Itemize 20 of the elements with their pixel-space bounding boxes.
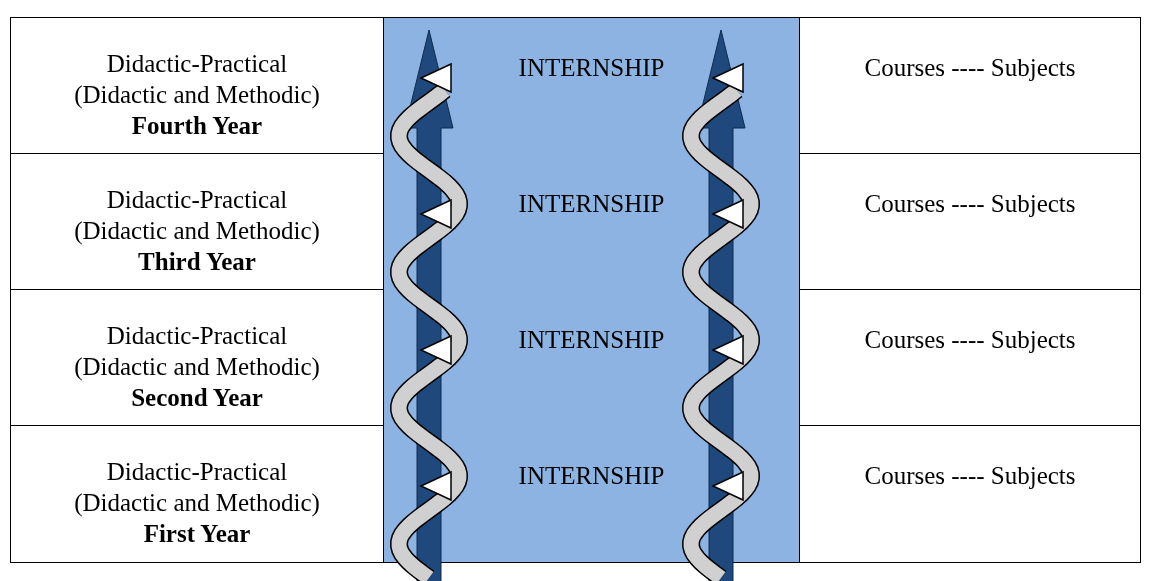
courses-text: Courses ---- Subjects — [864, 325, 1076, 355]
internship-label: INTERNSHIP — [518, 326, 665, 354]
program-text: Didactic-Practical (Didactic and Methodic) — [73, 321, 321, 382]
courses-cell — [799, 425, 1141, 563]
courses-text: Courses ---- Subjects — [864, 461, 1076, 491]
year-cell — [10, 17, 384, 154]
year-cell — [10, 425, 384, 563]
internship-label: INTERNSHIP — [518, 462, 665, 490]
internship-label: INTERNSHIP — [518, 54, 665, 82]
internship-label: INTERNSHIP — [518, 190, 665, 218]
year-label: Second Year — [131, 383, 263, 413]
program-text: Didactic-Practical (Didactic and Methodic) — [73, 185, 321, 246]
year-label: First Year — [143, 519, 251, 549]
program-text: Didactic-Practical (Didactic and Methodic) — [73, 457, 321, 518]
year-label: Third Year — [138, 247, 256, 277]
courses-text: Courses ---- Subjects — [864, 189, 1076, 219]
program-text: Didactic-Practical (Didactic and Methodic) — [73, 49, 321, 110]
courses-cell — [799, 17, 1141, 154]
courses-text: Courses ---- Subjects — [864, 53, 1076, 83]
year-label: Fourth Year — [131, 111, 263, 141]
